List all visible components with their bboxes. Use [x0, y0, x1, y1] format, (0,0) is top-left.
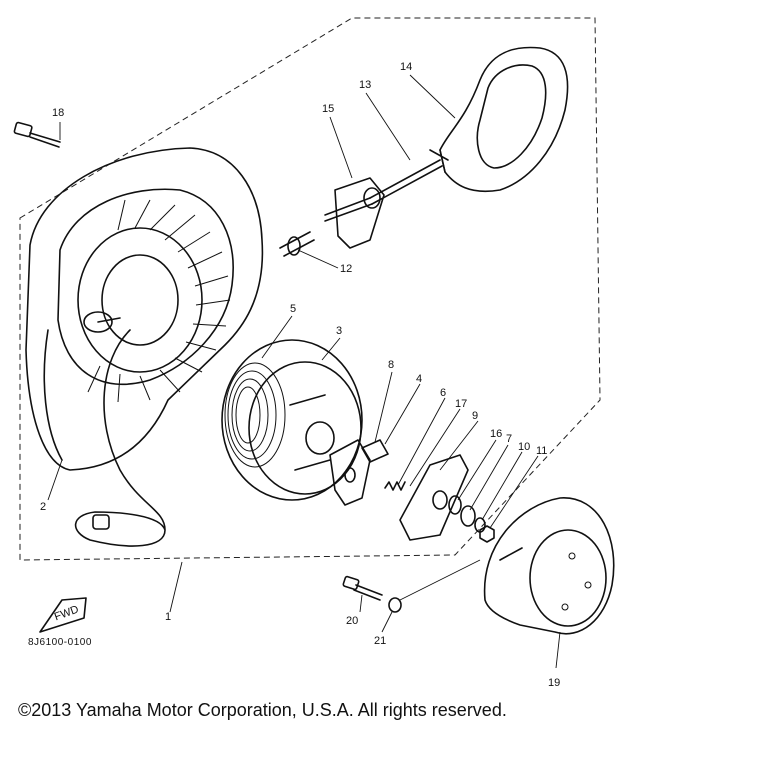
handle-14: [429, 46, 569, 193]
part-callouts: 18 14 13 15 12 5 3 8 4 6 17 9 16 7 10 11…: [40, 61, 560, 689]
fwd-arrow-icon: [39, 597, 87, 633]
callout-17: 17: [455, 398, 467, 410]
callout-15: 15: [322, 103, 334, 115]
callout-5: 5: [290, 303, 296, 315]
callout-11: 11: [536, 445, 547, 457]
nut-11: [479, 525, 495, 543]
bracket-15: [324, 177, 385, 249]
callout-18: 18: [52, 107, 64, 119]
callout-1: 1: [165, 611, 171, 623]
bolt-20: [342, 575, 383, 601]
washer-7: [460, 505, 476, 527]
bolt-18: [13, 121, 61, 148]
callout-7: 7: [506, 433, 512, 445]
ratchet-8: [329, 439, 371, 506]
collar-4: [361, 439, 389, 463]
plate-9: [399, 454, 469, 541]
callout-19: 19: [548, 677, 560, 689]
starter-cord: [74, 329, 166, 547]
callout-16: 16: [490, 428, 502, 440]
callout-3: 3: [336, 325, 342, 337]
callout-13: 13: [359, 79, 371, 91]
rope-13: [369, 159, 443, 205]
washer-21: [388, 597, 402, 613]
starter-cup-19: [483, 497, 615, 635]
pulley-3: [221, 339, 363, 501]
callout-10: 10: [518, 441, 530, 453]
assembly-boundary: [19, 17, 601, 561]
callout-2: 2: [40, 501, 46, 513]
callout-9: 9: [472, 410, 478, 422]
callout-4: 4: [416, 373, 422, 385]
drawing-number: 8J6100-0100: [28, 637, 92, 648]
washer-16: [448, 495, 462, 515]
copyright-notice: ©2013 Yamaha Motor Corporation, U.S.A. A…: [18, 700, 507, 720]
leader-lines: [47, 74, 561, 669]
callout-14: 14: [400, 61, 412, 73]
starter-housing: [25, 147, 264, 471]
spring-6: [384, 481, 406, 491]
cord-grommet: [92, 514, 110, 530]
callout-8: 8: [388, 359, 394, 371]
callout-6: 6: [440, 387, 446, 399]
callout-21: 21: [374, 635, 386, 647]
callout-12: 12: [340, 263, 352, 275]
callout-20: 20: [346, 615, 358, 627]
pin-12: [279, 231, 315, 257]
